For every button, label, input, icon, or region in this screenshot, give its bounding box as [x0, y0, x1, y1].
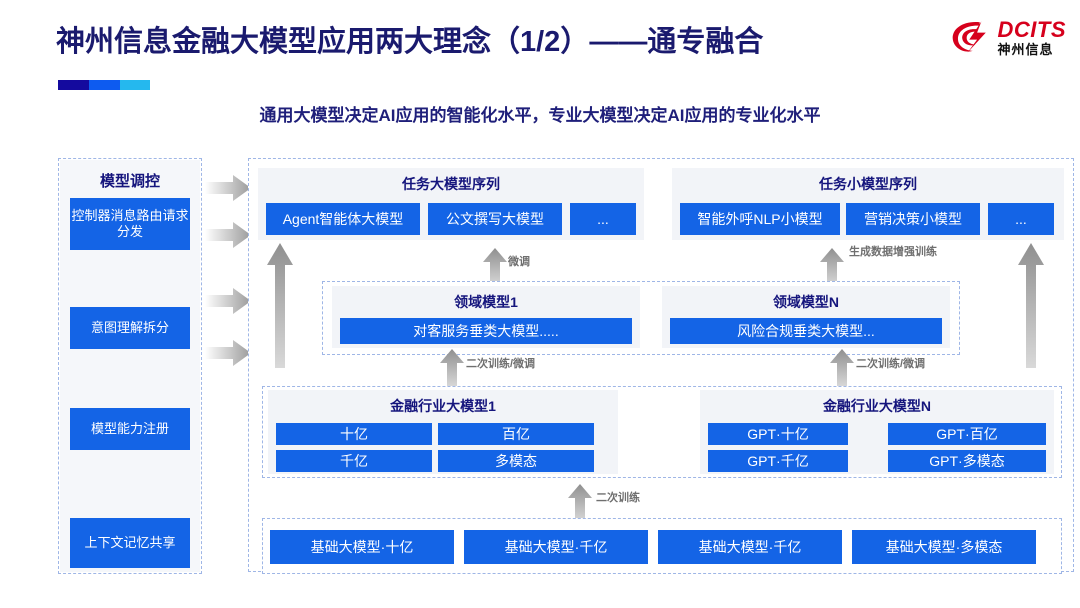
- flow-arrow-up-retrain: [568, 484, 592, 522]
- sidebar-item-intent-parsing[interactable]: 意图理解拆分: [70, 307, 190, 349]
- industry-model-1-title: 金融行业大模型1: [390, 398, 496, 414]
- chip-agent-large-model[interactable]: Agent智能体大模型: [266, 203, 420, 235]
- chip-industry1-qianyi[interactable]: 千亿: [276, 450, 432, 472]
- chip-task-small-more[interactable]: ...: [988, 203, 1054, 235]
- chip-industryn-gpt-baiyi[interactable]: GPT·百亿: [888, 423, 1046, 445]
- sidebar-item-context-memory[interactable]: 上下文记忆共享: [70, 518, 190, 568]
- flow-arrow-right-1: [205, 175, 251, 201]
- chip-foundation-qianyi-2[interactable]: 基础大模型·千亿: [658, 530, 842, 564]
- chip-risk-compliance-vertical-model[interactable]: 风险合规垂类大模型...: [670, 318, 942, 344]
- chip-industry1-multimodal[interactable]: 多模态: [438, 450, 594, 472]
- page-title: 神州信息金融大模型应用两大理念（1/2）——通专融合: [56, 26, 764, 58]
- title-accent-bar: [58, 80, 150, 90]
- dcits-swirl-icon: [952, 21, 986, 53]
- flow-arrow-right-4: [205, 340, 251, 366]
- sidebar-item-controller-dispatch[interactable]: 控制器消息路由请求分发: [70, 198, 190, 250]
- chip-foundation-qianyi-1[interactable]: 基础大模型·千亿: [464, 530, 648, 564]
- logo-text-cn: 神州信息: [997, 41, 1054, 57]
- industry-model-n-title: 金融行业大模型N: [822, 398, 932, 414]
- chip-industryn-gpt-shiyi[interactable]: GPT·十亿: [708, 423, 848, 445]
- chip-foundation-shiyi[interactable]: 基础大模型·十亿: [270, 530, 454, 564]
- accent-segment-3: [119, 80, 150, 90]
- chip-marketing-decision-small-model[interactable]: 营销决策小模型: [846, 203, 980, 235]
- company-logo: DCITS 神州信息: [950, 17, 1067, 57]
- domain-model-n-title: 领域模型N: [772, 294, 840, 310]
- task-small-model-title: 任务小模型序列: [819, 176, 917, 192]
- flow-arrow-up-left-long: [267, 243, 293, 368]
- chip-industry1-shiyi[interactable]: 十亿: [276, 423, 432, 445]
- accent-segment-2: [89, 80, 120, 90]
- chip-outbound-nlp-small-model[interactable]: 智能外呼NLP小模型: [680, 203, 840, 235]
- flow-arrow-up-right-long: [1018, 243, 1044, 368]
- flow-arrow-right-3: [205, 288, 251, 314]
- flow-arrow-right-2: [205, 222, 251, 248]
- domain-model-1-title: 领域模型1: [454, 294, 518, 310]
- arrow-label-finetune: 微调: [508, 256, 530, 268]
- sidebar-title: 模型调控: [99, 173, 160, 190]
- chip-document-writing-model[interactable]: 公文撰写大模型: [428, 203, 562, 235]
- arrow-label-retrain-finetune-2: 二次训练/微调: [856, 358, 926, 370]
- chip-customer-service-vertical-model[interactable]: 对客服务垂类大模型.....: [340, 318, 632, 344]
- arrow-label-data-aug: 生成数据增强训练: [849, 246, 937, 258]
- flow-arrow-up-retrain-finetune-1: [440, 349, 464, 387]
- chip-industryn-gpt-qianyi[interactable]: GPT·千亿: [708, 450, 848, 472]
- flow-arrow-up-retrain-finetune-2: [830, 349, 854, 387]
- flow-arrow-up-data-aug: [820, 248, 844, 286]
- chip-foundation-multimodal[interactable]: 基础大模型·多模态: [852, 530, 1036, 564]
- chip-industryn-gpt-multimodal[interactable]: GPT·多模态: [888, 450, 1046, 472]
- chip-task-large-more[interactable]: ...: [570, 203, 636, 235]
- chip-industry1-baiyi[interactable]: 百亿: [438, 423, 594, 445]
- flow-arrow-up-finetune: [483, 248, 507, 286]
- task-large-model-title: 任务大模型序列: [402, 176, 500, 192]
- arrow-label-retrain: 二次训练: [596, 492, 640, 504]
- arrow-label-retrain-finetune-1: 二次训练/微调: [466, 358, 536, 370]
- sidebar-item-capability-registry[interactable]: 模型能力注册: [70, 408, 190, 450]
- logo-text-en: DCITS: [997, 16, 1066, 42]
- page-subtitle: 通用大模型决定AI应用的智能化水平，专业大模型决定AI应用的专业化水平: [259, 106, 821, 125]
- accent-segment-1: [58, 80, 90, 90]
